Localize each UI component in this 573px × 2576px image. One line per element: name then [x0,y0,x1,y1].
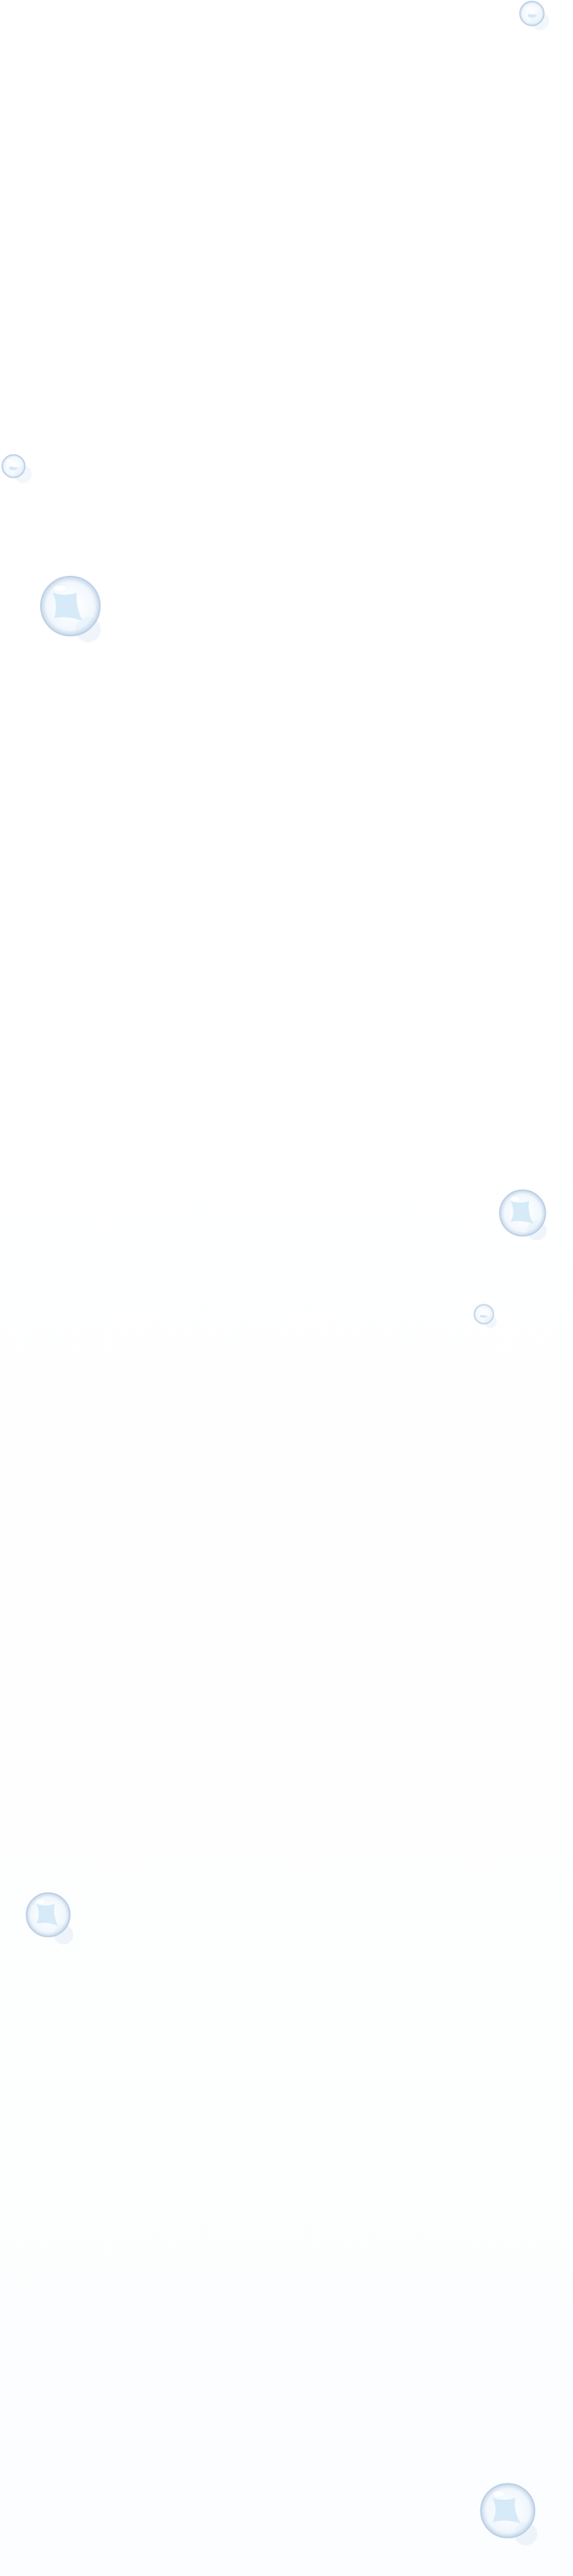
bubble-icon [478,2481,542,2545]
bubble-icon [0,452,34,486]
bubble-icon [497,1188,552,1243]
bubble-icon [517,0,550,34]
bubble-icon [39,574,109,645]
bubble-icon [473,1303,498,1329]
bubble-icon [24,1891,79,1945]
